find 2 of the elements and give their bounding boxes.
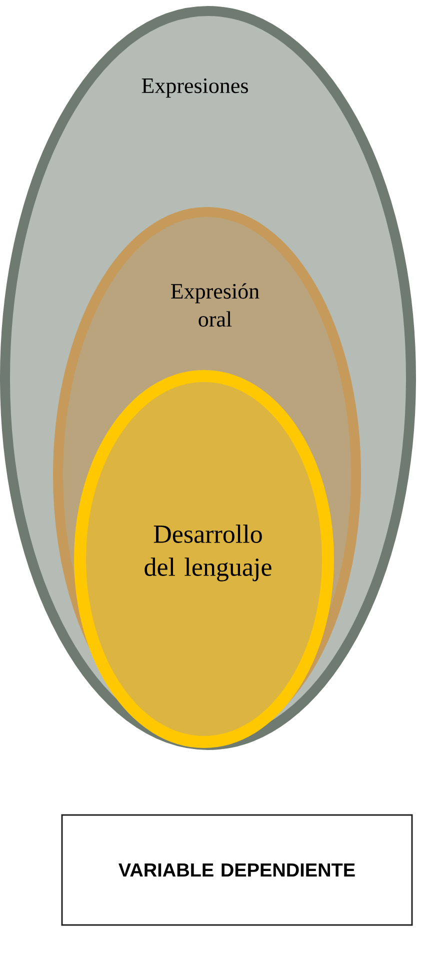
ellipse-region: Desarrollo del lenguaje <box>74 370 334 748</box>
label-box: VARIABLE DEPENDIENTE <box>61 814 413 926</box>
